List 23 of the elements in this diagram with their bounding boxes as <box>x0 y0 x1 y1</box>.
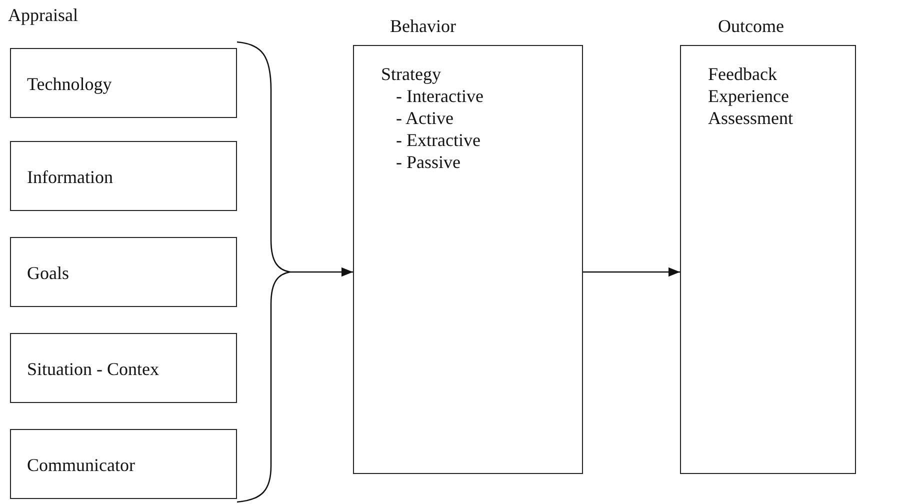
box-text: Assessment <box>708 107 793 129</box>
box-text: - Active <box>396 107 454 129</box>
column-heading: Behavior <box>390 15 456 37</box>
box-text: Goals <box>27 262 69 284</box>
box-text: - Extractive <box>396 129 480 151</box>
box-text: - Passive <box>396 151 460 173</box>
arrow <box>290 267 353 277</box>
box-text: Technology <box>27 73 112 95</box>
arrow <box>583 267 680 277</box>
column-heading: Appraisal <box>8 4 78 26</box>
process-box <box>10 237 237 307</box>
box-text: Feedback <box>708 63 777 85</box>
process-box <box>10 141 237 211</box>
box-text: Communicator <box>27 454 135 476</box>
process-box <box>10 429 237 499</box>
box-text: Information <box>27 166 113 188</box>
box-text: Strategy <box>381 63 441 85</box>
process-box <box>10 48 237 118</box>
process-box <box>10 333 237 403</box>
box-text: Situation - Contex <box>27 358 159 380</box>
column-heading: Outcome <box>718 15 784 37</box>
box-text: Experience <box>708 85 789 107</box>
box-text: - Interactive <box>396 85 484 107</box>
